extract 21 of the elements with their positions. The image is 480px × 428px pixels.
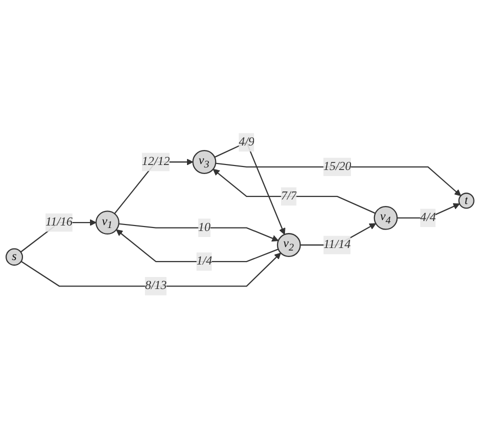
edge-label: 11/14 <box>324 238 351 251</box>
edge-label: 4/4 <box>420 210 436 224</box>
node-circle: s <box>6 248 24 266</box>
arrow <box>216 162 462 196</box>
node-circle: v$_{3}$ <box>192 150 216 174</box>
arrow <box>116 229 278 262</box>
node-circle: v$_{1}$ <box>96 210 120 234</box>
arrow <box>212 168 376 214</box>
edge-label: 12/12 <box>142 154 170 168</box>
edge-label: 15/20 <box>323 160 352 173</box>
node-circle: t <box>458 192 474 208</box>
arrow <box>118 222 279 242</box>
node-circle: v$_{2}$ <box>276 232 301 257</box>
edge-label: 1/4 <box>196 254 212 268</box>
edge-label: 10 <box>198 220 210 234</box>
edge-label: 8/13 <box>144 278 167 292</box>
arrow <box>20 252 282 286</box>
node-circle: v$_{4}$ <box>374 206 398 230</box>
edge-label: 11/16 <box>45 215 73 228</box>
edge-label: 4/9 <box>238 135 254 148</box>
edge-label: 7/7 <box>281 189 297 202</box>
